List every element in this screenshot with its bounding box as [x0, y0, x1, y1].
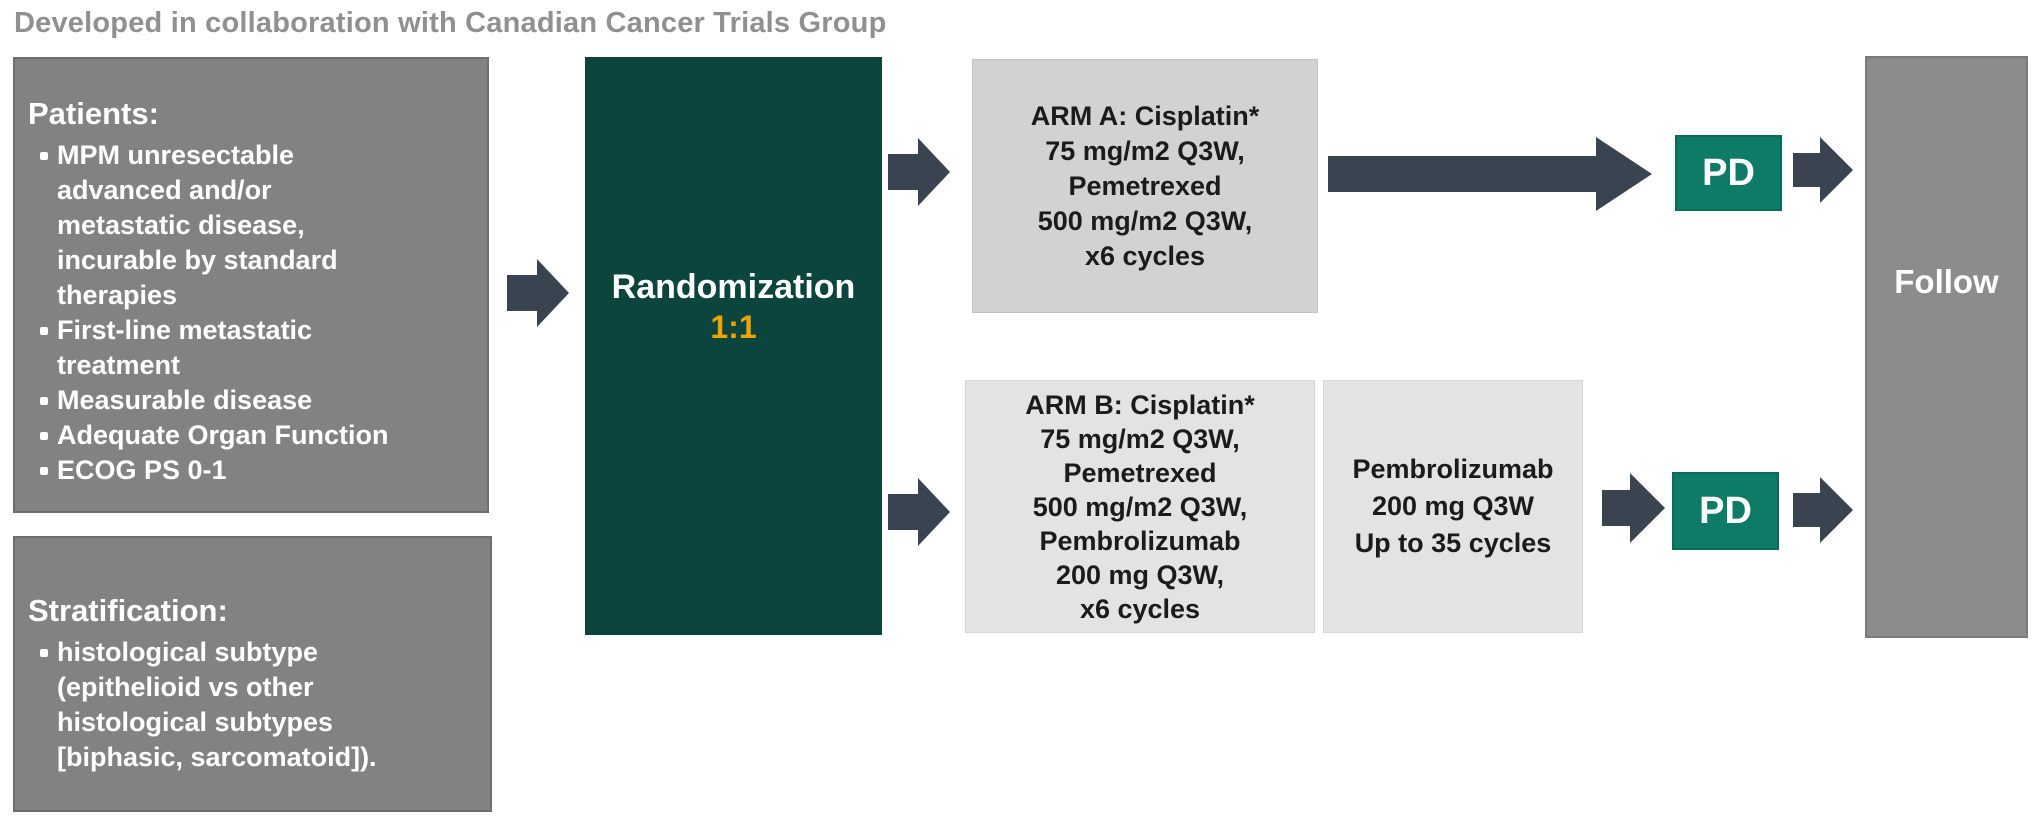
randomization-title: Randomization: [611, 268, 856, 306]
arrow-right-icon: [1793, 137, 1853, 203]
pembrolizumab-continuation-text: Pembrolizumab 200 mg Q3W Up to 35 cycles: [1352, 454, 1554, 558]
pembrolizumab-continuation-box: Pembrolizumab 200 mg Q3W Up to 35 cycles: [1323, 380, 1583, 633]
list-item: histological subtype (epithelioid vs oth…: [40, 635, 480, 775]
arrow-right-icon: [888, 138, 950, 206]
list-item: ECOG PS 0-1: [40, 453, 477, 488]
arm-a-text: ARM A: Cisplatin* 75 mg/m2 Q3W, Pemetrex…: [1030, 100, 1260, 271]
arrow-right-icon: [1602, 473, 1665, 543]
stratification-box: Stratification: histological subtype (ep…: [13, 536, 492, 812]
patients-bullet-list: MPM unresectable advanced and/or metasta…: [28, 138, 477, 488]
randomization-box: Randomization 1:1: [585, 57, 882, 635]
arrow-right-icon: [1328, 137, 1652, 211]
list-item: First-line metastatic treatment: [40, 313, 477, 383]
list-item: Measurable disease: [40, 383, 477, 418]
arrow-right-icon: [888, 478, 950, 546]
arrow-right-icon: [507, 259, 569, 327]
stratification-bullet-list: histological subtype (epithelioid vs oth…: [28, 635, 480, 775]
list-item: Adequate Organ Function: [40, 418, 477, 453]
pd-bottom-badge: PD: [1672, 472, 1779, 550]
patients-heading: Patients:: [28, 96, 159, 131]
pd-top-badge: PD: [1675, 135, 1782, 211]
follow-label: Follow: [1894, 263, 1999, 300]
arm-b-box: ARM B: Cisplatin* 75 mg/m2 Q3W, Pemetrex…: [965, 380, 1315, 633]
collaboration-caption: Developed in collaboration with Canadian…: [14, 7, 887, 39]
arm-a-box: ARM A: Cisplatin* 75 mg/m2 Q3W, Pemetrex…: [972, 59, 1318, 313]
patients-box: Patients: MPM unresectable advanced and/…: [13, 57, 489, 513]
pd-bottom-label: PD: [1699, 489, 1752, 532]
randomization-ratio: 1:1: [710, 309, 757, 345]
stratification-heading: Stratification:: [28, 593, 228, 628]
arrow-right-icon: [1793, 477, 1853, 543]
follow-box: Follow: [1865, 56, 2028, 638]
pd-top-label: PD: [1702, 151, 1755, 194]
list-item: MPM unresectable advanced and/or metasta…: [40, 138, 477, 313]
arm-b-text: ARM B: Cisplatin* 75 mg/m2 Q3W, Pemetrex…: [1025, 389, 1255, 624]
